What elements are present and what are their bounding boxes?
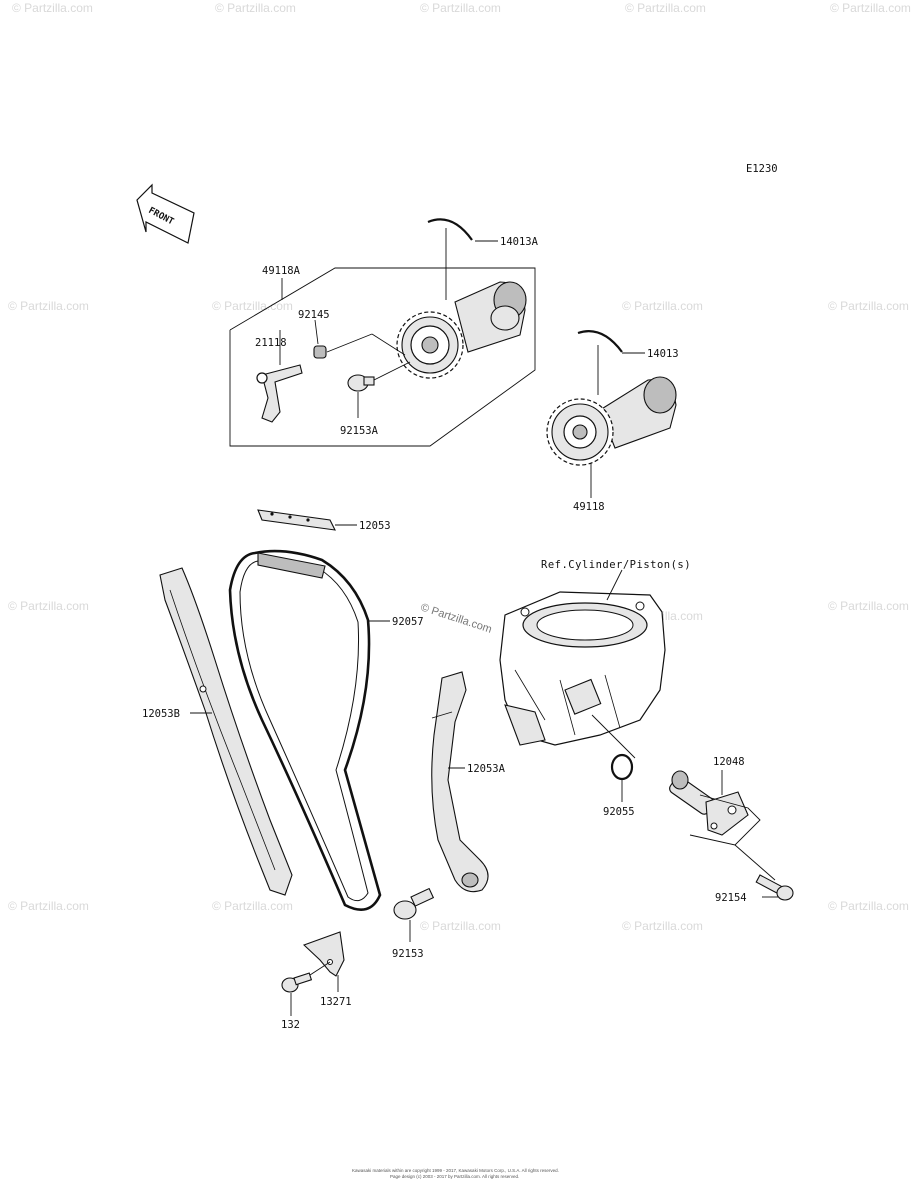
- part-label-49118[interactable]: 49118: [573, 501, 605, 513]
- part-label-12053A[interactable]: 12053A: [467, 763, 506, 775]
- camshaft-intake: [546, 330, 677, 498]
- part-label-92057[interactable]: 92057: [392, 616, 424, 628]
- front-arrow-icon: FRONT: [136, 183, 195, 244]
- watermark: © Partzilla.com: [420, 919, 501, 933]
- footer-design: Page design (c) 2003 - 2017 by Partzilla…: [390, 1174, 519, 1179]
- watermark: © Partzilla.com: [8, 899, 89, 913]
- part-label-12048[interactable]: 12048: [713, 756, 745, 768]
- watermark: © Partzilla.com: [828, 299, 909, 313]
- watermark: © Partzilla.com: [212, 299, 293, 313]
- watermark-group: © Partzilla.com © Partzilla.com © Partzi…: [8, 1, 911, 933]
- footer-copyright: Kawasaki materials within are copyright …: [352, 1168, 559, 1173]
- part-label-14013[interactable]: 14013: [647, 348, 679, 360]
- bolt-92153: [393, 887, 435, 942]
- part-label-92145[interactable]: 92145: [298, 309, 330, 321]
- cylinder-reference: [499, 569, 666, 759]
- part-label-13271[interactable]: 13271: [320, 996, 352, 1008]
- part-label-49118A[interactable]: 49118A: [262, 265, 301, 277]
- part-label-21118[interactable]: 21118: [255, 337, 287, 349]
- part-label-92153[interactable]: 92153: [392, 948, 424, 960]
- watermark: © Partzilla.com: [625, 1, 706, 15]
- part-label-12053[interactable]: 12053: [359, 520, 391, 532]
- watermark: © Partzilla.com: [8, 599, 89, 613]
- watermark: © Partzilla.com: [12, 1, 93, 15]
- cam-chain: [228, 549, 390, 911]
- watermark: © Partzilla.com: [212, 899, 293, 913]
- bolt-92154: [755, 874, 794, 901]
- part-label-14013A[interactable]: 14013A: [500, 236, 539, 248]
- watermark: © Partzilla.com: [828, 599, 909, 613]
- chain-guide-rear: [159, 567, 293, 896]
- watermark: © Partzilla.com: [622, 919, 703, 933]
- part-label-12053B[interactable]: 12053B: [142, 708, 180, 720]
- bracket-plate: [281, 931, 345, 1016]
- watermark: © Partzilla.com: [215, 1, 296, 15]
- watermark: © Partzilla.com: [828, 899, 909, 913]
- reference-label: Ref.Cylinder/Piston(s): [541, 559, 691, 571]
- watermark: © Partzilla.com: [8, 299, 89, 313]
- chain-guide-tensioner: [431, 671, 489, 893]
- chain-tensioner: [669, 770, 776, 881]
- watermark: © Partzilla.com: [420, 1, 501, 15]
- chain-guide-top: [257, 509, 357, 531]
- o-ring: [610, 753, 634, 802]
- diagram-code: E1230: [746, 163, 778, 175]
- part-label-92154[interactable]: 92154: [715, 892, 747, 904]
- camshaft-exhaust-assembly: [229, 218, 536, 447]
- part-label-132[interactable]: 132: [281, 1019, 300, 1031]
- part-label-92153A[interactable]: 92153A: [340, 425, 379, 437]
- part-labels: 14013A 49118A 92145 21118 92153A 14013 4…: [142, 236, 747, 1031]
- watermark: © Partzilla.com: [830, 1, 911, 15]
- watermark-center: © Partzilla.com: [419, 601, 493, 635]
- part-label-92055[interactable]: 92055: [603, 806, 635, 818]
- watermark: © Partzilla.com: [622, 299, 703, 313]
